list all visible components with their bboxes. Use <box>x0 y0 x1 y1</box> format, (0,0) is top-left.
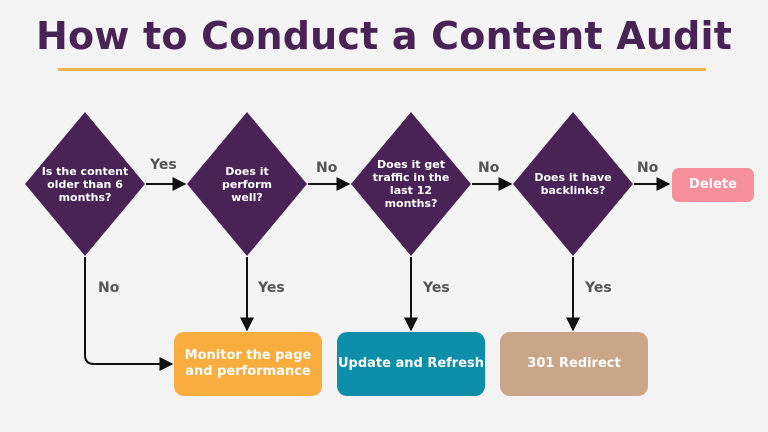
outcome-delete: Delete <box>672 168 754 202</box>
decision-q4-label: Does it have backlinks? <box>534 171 612 197</box>
edge-label-q1-no: No <box>98 280 120 296</box>
decision-diamond-3 <box>351 112 471 256</box>
decision-diamond-2 <box>187 112 307 256</box>
edge-label-q3-no: No <box>478 160 500 176</box>
edge-label-q3-yes: Yes <box>423 280 450 296</box>
decision-q1-label: Is the content older than 6 months? <box>41 164 129 204</box>
edge-label-q4-no: No <box>637 160 659 176</box>
title-underline <box>58 68 706 71</box>
edge-label-q4-yes: Yes <box>585 280 612 296</box>
arrow-q1-monitor <box>84 257 174 371</box>
edge-label-q2-yes: Yes <box>258 280 285 296</box>
outcome-update: Update and Refresh <box>337 332 485 396</box>
decision-diamond-4 <box>513 112 633 256</box>
edge-label-q2-no: No <box>316 160 338 176</box>
outcome-redirect: 301 Redirect <box>500 332 648 396</box>
decision-q2-label: Does it perform well? <box>222 164 272 204</box>
outcome-monitor: Monitor the page and performance <box>174 332 322 396</box>
edge-label-q1-yes: Yes <box>150 157 177 173</box>
decision-diamond-1 <box>25 112 145 256</box>
diagram-title: How to Conduct a Content Audit <box>35 14 733 58</box>
decision-q3-label: Does it get traffic in the last 12 month… <box>372 158 450 210</box>
